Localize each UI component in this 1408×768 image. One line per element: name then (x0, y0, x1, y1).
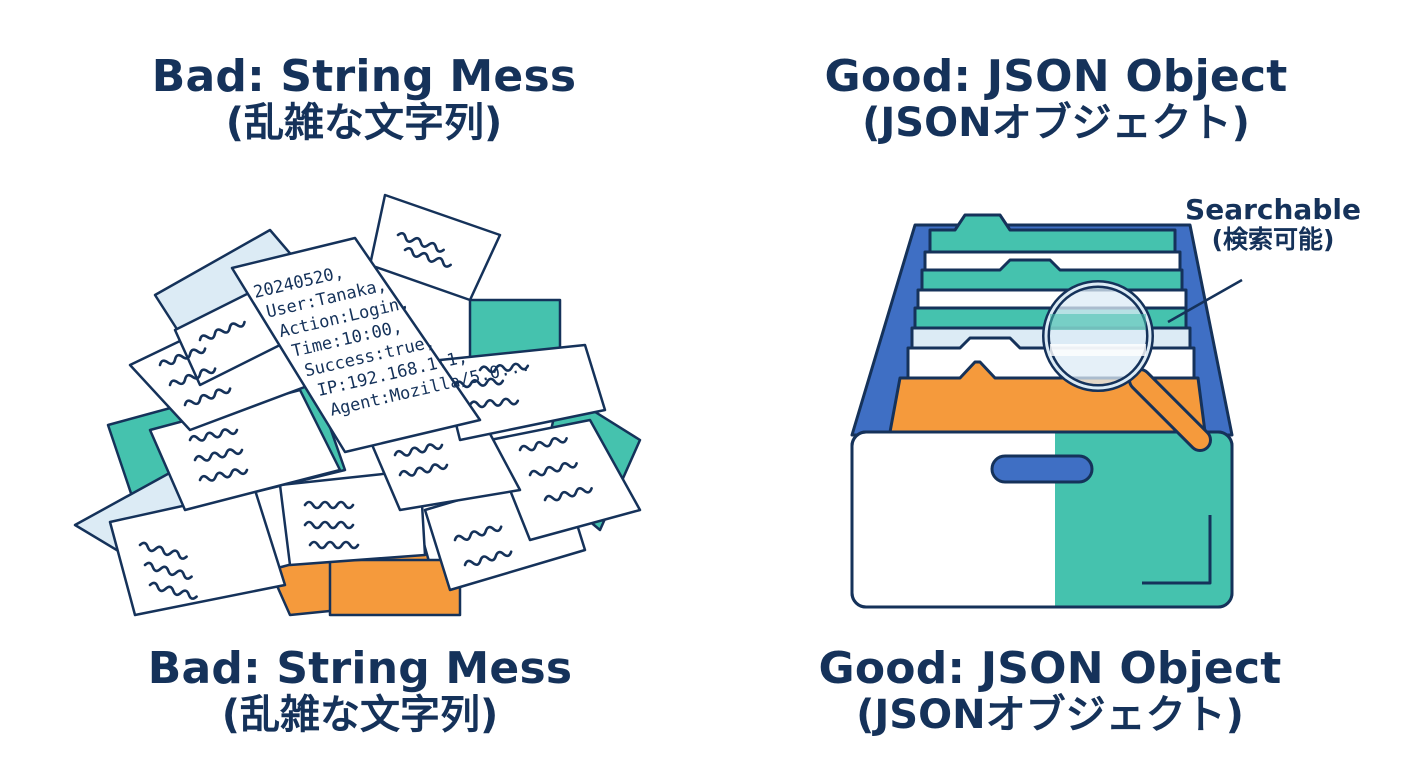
bad-title-repeat: Bad: String Mess (147, 643, 573, 694)
bad-title-bottom: Bad: String Mess (乱雑な文字列) (40, 644, 680, 738)
magnifier-icon (1042, 280, 1212, 452)
bad-subtitle: (乱雑な文字列) (225, 100, 503, 147)
good-title-bottom: Good: JSON Object (JSONオブジェクト) (730, 644, 1370, 738)
good-subtitle-repeat: (JSONオブジェクト) (856, 692, 1244, 739)
file-drawer-illustration (850, 213, 1234, 609)
good-title: Good: JSON Object (824, 51, 1288, 102)
callout-leader (1167, 278, 1243, 324)
bad-subtitle-repeat: (乱雑な文字列) (221, 692, 499, 739)
good-title-repeat: Good: JSON Object (818, 643, 1282, 694)
callout-sublabel: (検索可能) (1211, 225, 1335, 255)
good-subtitle: (JSONオブジェクト) (862, 100, 1250, 147)
good-title-top: Good: JSON Object (JSONオブジェクト) (736, 52, 1376, 146)
callout-label: Searchable (1185, 193, 1361, 226)
bad-title: Bad: String Mess (151, 51, 577, 102)
searchable-callout: Searchable (検索可能) (1168, 193, 1378, 255)
paper-pile-illustration (73, 193, 642, 617)
bad-title-top: Bad: String Mess (乱雑な文字列) (44, 52, 684, 146)
